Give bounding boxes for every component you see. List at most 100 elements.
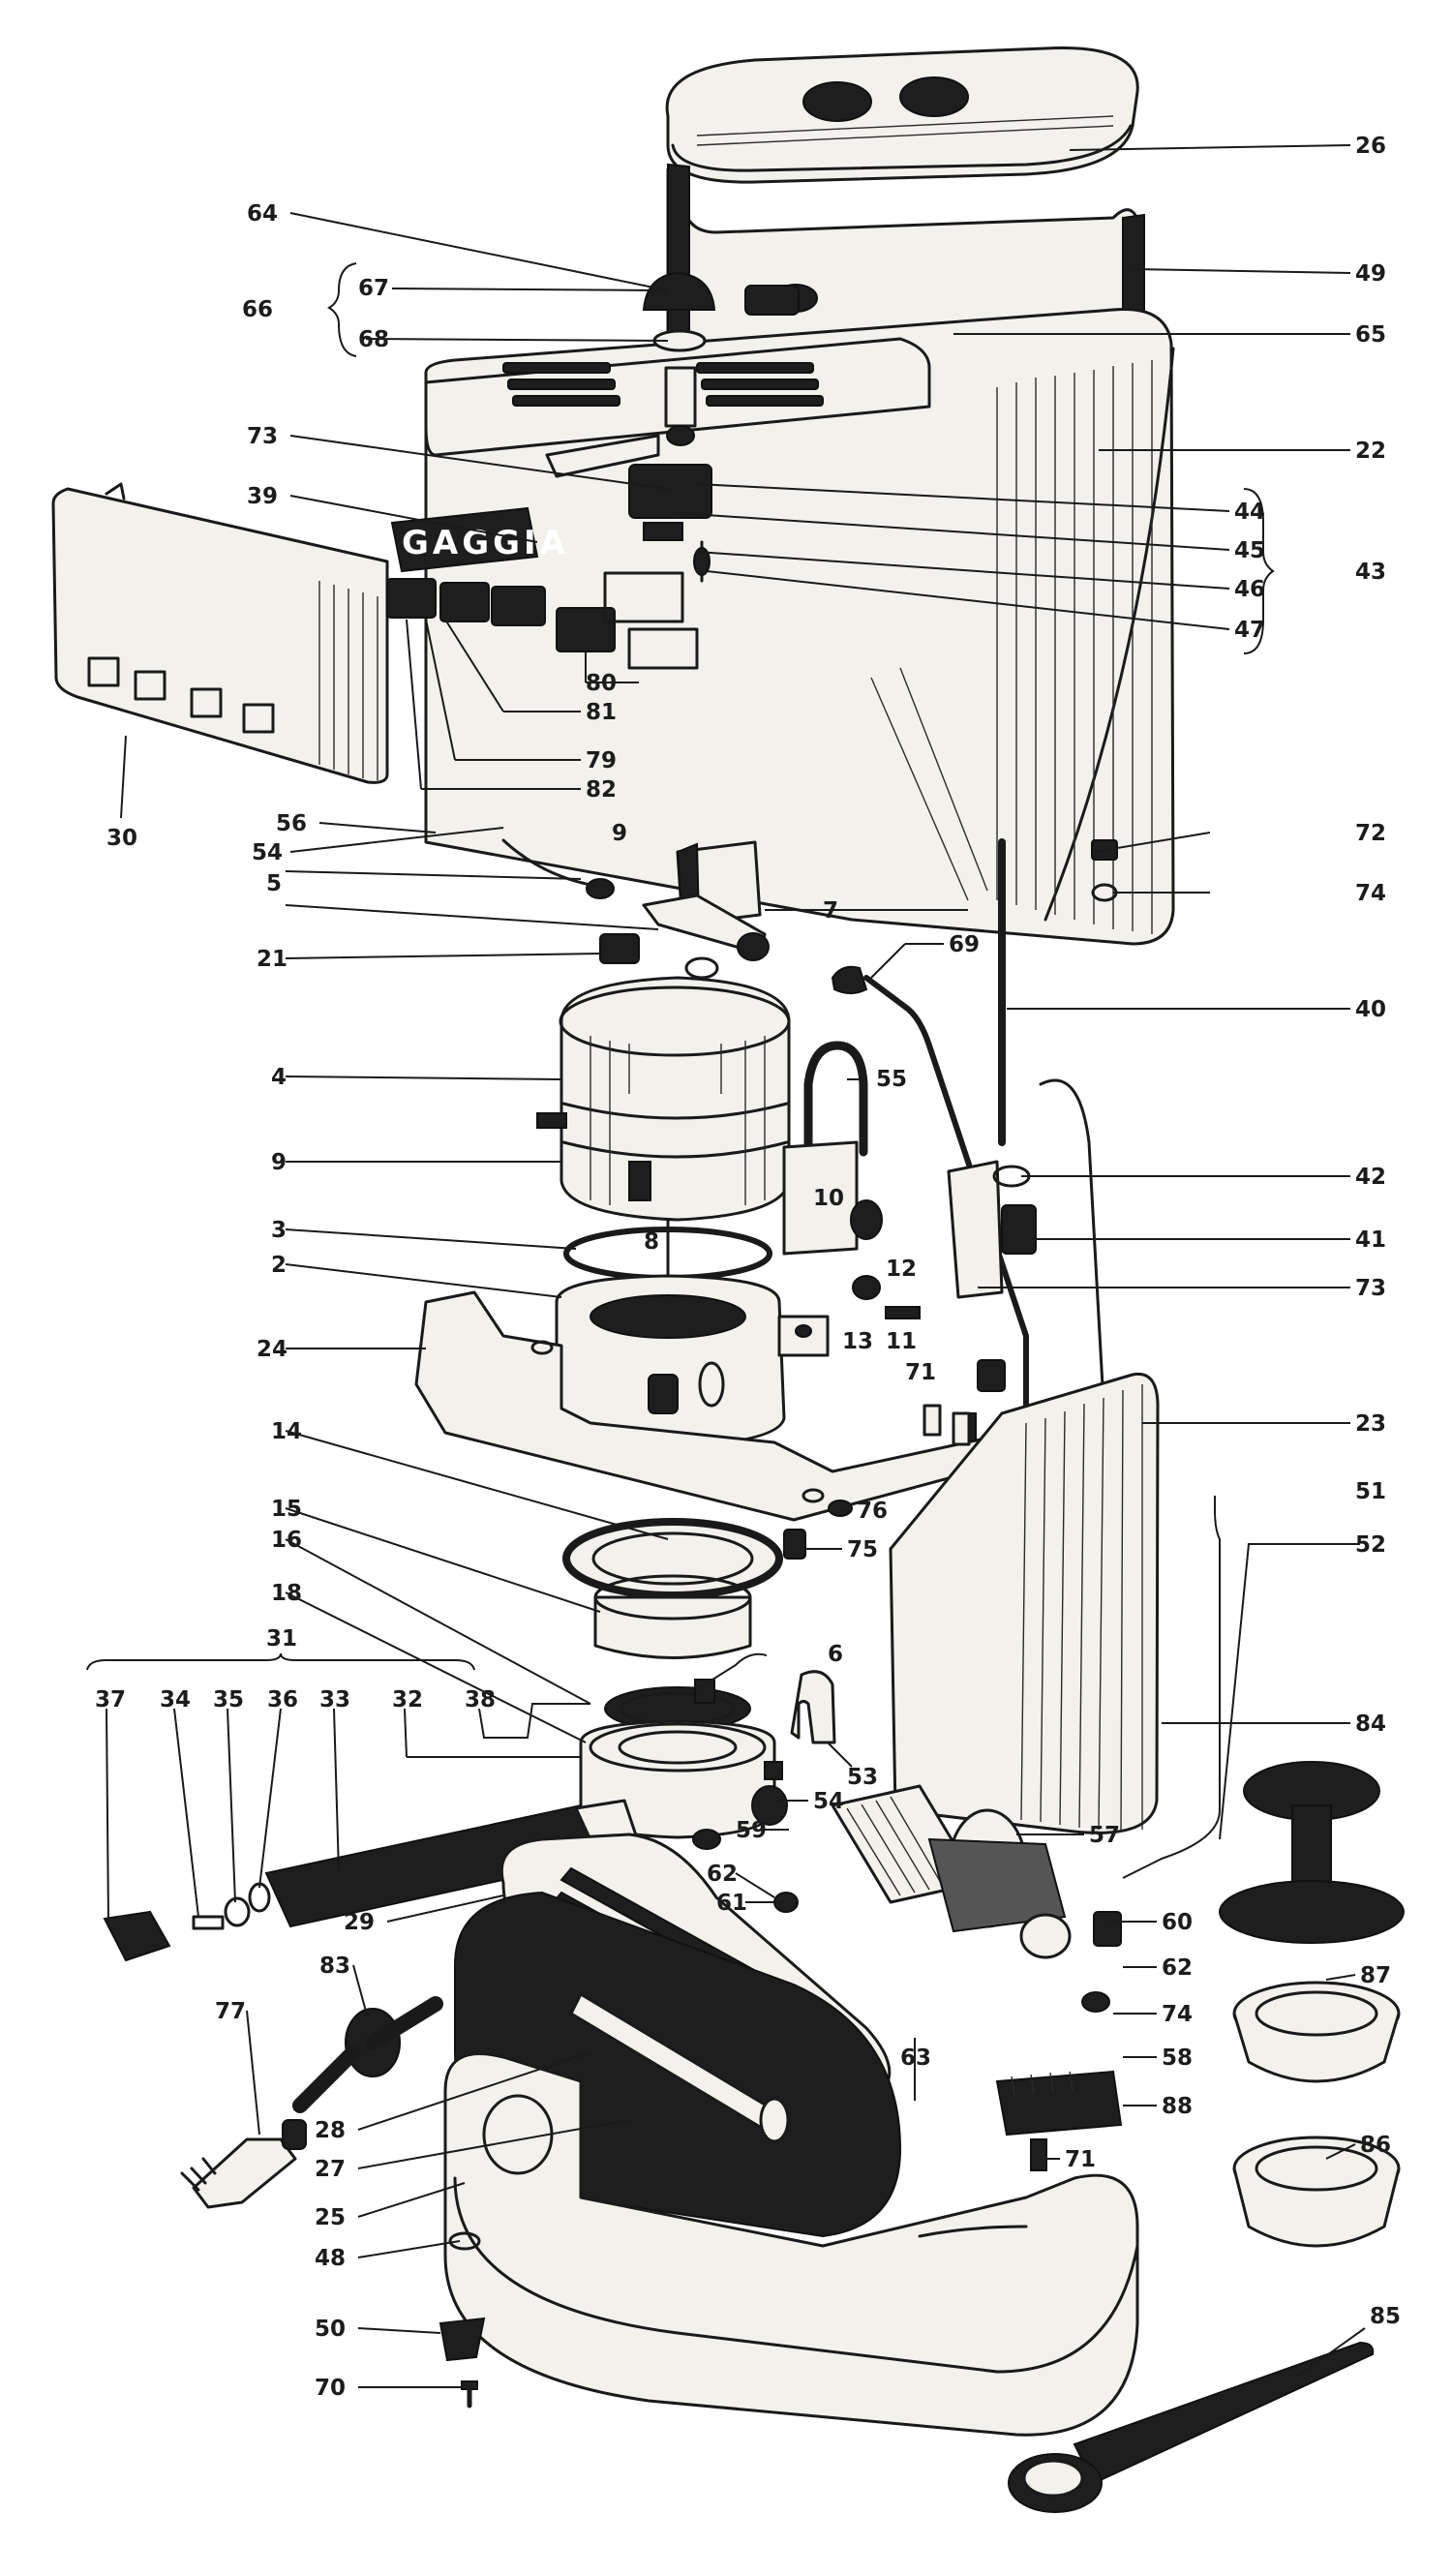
part-label-65: 65 — [1355, 322, 1386, 348]
part-label-42: 42 — [1355, 1165, 1386, 1190]
part-label-24: 24 — [257, 1337, 287, 1362]
part-label-86: 86 — [1360, 2133, 1391, 2158]
part-label-66: 66 — [242, 297, 273, 322]
part-label-26: 26 — [1355, 134, 1386, 159]
part-label-74-lower: 74 — [1162, 2002, 1193, 2027]
part-label-67: 67 — [358, 276, 389, 301]
part-15-ring — [593, 1574, 752, 1659]
part-label-83: 83 — [319, 1954, 350, 1979]
part-label-38: 38 — [465, 1687, 496, 1712]
part-label-43: 43 — [1355, 560, 1386, 585]
part-label-59: 59 — [736, 1818, 767, 1843]
part-label-51: 51 — [1355, 1479, 1386, 1504]
part-label-2: 2 — [271, 1253, 287, 1278]
part-9-solenoid-valve — [501, 838, 770, 961]
part-label-29: 29 — [344, 1910, 375, 1935]
part-14-seal — [562, 1518, 783, 1599]
part-70-screw — [461, 2380, 478, 2409]
part-label-21: 21 — [257, 947, 287, 972]
part-labels: 26 64 49 67 66 68 65 22 73 44 39 45 43 4… — [95, 134, 1401, 2401]
part-label-82: 82 — [586, 777, 617, 803]
part-label-47: 47 — [1234, 618, 1265, 643]
part-label-14: 14 — [271, 1419, 302, 1444]
part-label-62-right: 62 — [1162, 1955, 1193, 1981]
part-36-washer — [248, 1882, 271, 1913]
part-label-44: 44 — [1234, 500, 1265, 525]
part-label-23: 23 — [1355, 1411, 1386, 1437]
part-4-boiler — [536, 976, 791, 1222]
part-85-scoop — [1008, 2341, 1375, 2513]
part-label-80: 80 — [586, 671, 617, 696]
part-label-72: 72 — [1355, 821, 1386, 846]
drawing: GAGGIA — [51, 46, 1405, 2513]
part-label-27: 27 — [315, 2157, 346, 2182]
part-77-plug — [180, 2119, 307, 2209]
part-88-terminal-block — [995, 2070, 1123, 2171]
part-label-58: 58 — [1162, 2046, 1193, 2071]
part-label-4: 4 — [271, 1065, 287, 1090]
part-37-clip — [103, 1910, 171, 1962]
part-35-washer — [224, 1896, 251, 1927]
part-label-13: 13 — [842, 1329, 873, 1354]
part-50-foot — [439, 2317, 486, 2362]
part-label-55: 55 — [876, 1067, 907, 1092]
part-label-22: 22 — [1355, 439, 1386, 464]
part-label-53: 53 — [847, 1765, 878, 1790]
part-label-31: 31 — [266, 1626, 297, 1652]
part-label-68: 68 — [358, 327, 389, 352]
part-label-74-upper: 74 — [1355, 881, 1386, 906]
part-57-motor — [751, 1784, 1072, 1959]
part-label-73-lower: 73 — [1355, 1276, 1386, 1301]
part-label-32: 32 — [392, 1687, 423, 1712]
part-label-60: 60 — [1162, 1910, 1193, 1935]
part-22-main-housing — [424, 307, 1175, 946]
part-label-30: 30 — [106, 826, 137, 851]
part-label-7: 7 — [823, 898, 838, 924]
part-62-fitting — [773, 1892, 1122, 2013]
part-label-87: 87 — [1360, 1963, 1391, 1988]
part-label-35: 35 — [213, 1687, 244, 1712]
part-label-11: 11 — [886, 1329, 917, 1354]
part-label-84: 84 — [1355, 1712, 1386, 1737]
part-label-45: 45 — [1234, 538, 1265, 563]
part-67-knob — [642, 271, 716, 446]
switch-bank — [386, 571, 699, 670]
gaggia-logo: GAGGIA — [402, 524, 569, 562]
part-2-group-head — [555, 1274, 921, 1449]
part-44-thermostat — [545, 434, 712, 583]
part-label-10-inset: 10 — [813, 1186, 844, 1211]
part-label-57: 57 — [1089, 1823, 1120, 1848]
part-label-70: 70 — [315, 2376, 346, 2401]
part-label-39: 39 — [247, 484, 278, 509]
part-label-16: 16 — [271, 1528, 302, 1553]
part-label-8: 8 — [644, 1229, 659, 1255]
part-label-18: 18 — [271, 1581, 302, 1606]
part-label-49: 49 — [1355, 261, 1386, 287]
part-83-grommet — [292, 1996, 443, 2113]
part-26-top-lid — [665, 46, 1139, 184]
part-10-pump: 10 — [782, 1041, 883, 1256]
leader-lines — [86, 144, 1366, 2388]
part-label-3: 3 — [271, 1218, 287, 1243]
part-label-79: 79 — [586, 748, 617, 773]
part-label-69: 69 — [949, 932, 980, 957]
part-16-screen — [604, 1679, 751, 1731]
part-21-nut — [599, 933, 719, 980]
part-87-basket — [1232, 1981, 1401, 2083]
part-25-base — [443, 2052, 1139, 2437]
part-label-9-upper: 9 — [612, 821, 627, 846]
part-label-41: 41 — [1355, 1227, 1386, 1253]
part-label-28: 28 — [315, 2118, 346, 2143]
part-label-73-upper: 73 — [247, 424, 278, 449]
part-label-5: 5 — [266, 871, 282, 896]
part-label-71-upper: 71 — [905, 1360, 936, 1385]
part-label-37: 37 — [95, 1687, 126, 1712]
part-label-85: 85 — [1370, 2304, 1401, 2329]
part-75-screw — [783, 1500, 853, 1560]
part-86-basket — [1232, 2136, 1401, 2248]
part-label-88: 88 — [1162, 2094, 1193, 2119]
part-23-lower-housing — [889, 1372, 1160, 1834]
part-label-61: 61 — [716, 1891, 747, 1916]
part-label-77: 77 — [215, 1999, 246, 2024]
part-39-logo-plate: GAGGIA — [390, 506, 569, 573]
